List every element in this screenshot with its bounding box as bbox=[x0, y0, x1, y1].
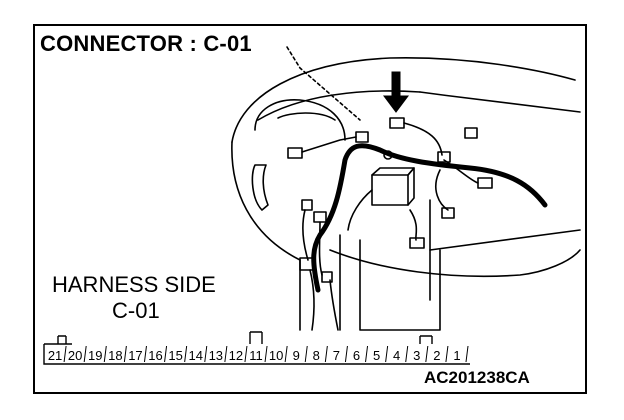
wire-7 bbox=[302, 209, 309, 261]
dashboard-outline bbox=[231, 57, 576, 143]
wire-1 bbox=[301, 136, 357, 153]
connector-f bbox=[441, 207, 455, 219]
vent-inner bbox=[277, 112, 336, 121]
pin-label-5: 5 bbox=[373, 348, 380, 363]
pin-label-15: 15 bbox=[168, 348, 182, 363]
dashboard-bottom-curve bbox=[329, 249, 581, 278]
target-connector bbox=[389, 117, 405, 129]
diagram-frame bbox=[33, 24, 587, 394]
pin-divider bbox=[344, 345, 348, 363]
connector-c bbox=[464, 127, 478, 139]
pin-divider bbox=[445, 345, 449, 363]
pin-divider bbox=[284, 345, 288, 363]
pin-label-6: 6 bbox=[353, 348, 360, 363]
pin-label-12: 12 bbox=[229, 348, 243, 363]
pin-label-2: 2 bbox=[433, 348, 440, 363]
connector-b bbox=[287, 147, 303, 159]
harness-side-label: HARNESS SIDE bbox=[52, 272, 216, 297]
wire-3 bbox=[443, 159, 479, 184]
dashboard-lower-outline bbox=[231, 141, 301, 331]
wire-2 bbox=[403, 122, 443, 156]
pin-divider bbox=[244, 345, 248, 363]
locking-tab-right bbox=[419, 335, 433, 344]
pin-divider bbox=[224, 345, 228, 363]
connector-e bbox=[477, 177, 493, 189]
connector-i bbox=[313, 211, 327, 223]
center-console bbox=[359, 239, 441, 331]
pin-label-3: 3 bbox=[413, 348, 420, 363]
pin-divider bbox=[63, 345, 67, 363]
pin-label-14: 14 bbox=[188, 348, 202, 363]
pin-label-20: 20 bbox=[68, 348, 82, 363]
relay-box-top bbox=[371, 167, 415, 176]
locking-tab-left bbox=[57, 335, 67, 344]
pin-divider bbox=[264, 345, 268, 363]
pin-divider bbox=[304, 345, 308, 363]
connector-title: CONNECTOR : C-01 bbox=[40, 31, 252, 56]
pin-divider bbox=[465, 345, 469, 363]
connector-g bbox=[409, 237, 425, 249]
pin-label-8: 8 bbox=[313, 348, 320, 363]
harness-connector-code: C-01 bbox=[112, 298, 160, 323]
pin-divider bbox=[365, 345, 369, 363]
locking-tab-center bbox=[249, 331, 263, 344]
connector-k bbox=[321, 271, 333, 283]
relay-box bbox=[371, 174, 409, 206]
pin-label-10: 10 bbox=[269, 348, 283, 363]
title-leader-line bbox=[286, 46, 361, 121]
figure-code: AC201238CA bbox=[424, 368, 530, 387]
wire-5 bbox=[409, 209, 418, 241]
vent-opening bbox=[251, 164, 269, 211]
pin-divider bbox=[83, 345, 87, 363]
pin-divider bbox=[425, 345, 429, 363]
pin-label-7: 7 bbox=[333, 348, 340, 363]
pin-divider bbox=[123, 345, 127, 363]
steering-column-housing bbox=[254, 99, 346, 141]
pin-label-11: 11 bbox=[249, 348, 263, 363]
pin-divider bbox=[184, 345, 188, 363]
pin-label-16: 16 bbox=[148, 348, 162, 363]
pin-block-outline bbox=[43, 344, 470, 365]
wire-10 bbox=[309, 269, 315, 331]
dashboard-bottom-line bbox=[429, 229, 581, 251]
pin-divider bbox=[103, 345, 107, 363]
pin-label-21: 21 bbox=[48, 348, 62, 363]
pin-divider bbox=[204, 345, 208, 363]
pin-divider bbox=[405, 345, 409, 363]
pin-label-4: 4 bbox=[393, 348, 400, 363]
pointer-arrow bbox=[383, 71, 409, 113]
main-harness bbox=[311, 143, 548, 293]
connector-a bbox=[355, 131, 369, 143]
connector-pin-block bbox=[43, 331, 470, 365]
pin-divider bbox=[164, 345, 168, 363]
relay-box-side bbox=[407, 167, 415, 206]
wire-8 bbox=[318, 221, 323, 276]
pin-label-9: 9 bbox=[293, 348, 300, 363]
pin-divider bbox=[143, 345, 147, 363]
pin-label-13: 13 bbox=[209, 348, 223, 363]
pin-label-17: 17 bbox=[128, 348, 142, 363]
pin-label-18: 18 bbox=[108, 348, 122, 363]
dashboard-right-edge bbox=[419, 91, 581, 113]
wire-6 bbox=[347, 189, 373, 231]
pin-label-19: 19 bbox=[88, 348, 102, 363]
connector-h bbox=[301, 199, 313, 211]
wire-9 bbox=[329, 279, 339, 331]
pin-divider bbox=[324, 345, 328, 363]
connector-d bbox=[437, 151, 451, 163]
pin-label-1: 1 bbox=[453, 348, 460, 363]
wire-4 bbox=[435, 169, 449, 211]
pin-divider bbox=[385, 345, 389, 363]
